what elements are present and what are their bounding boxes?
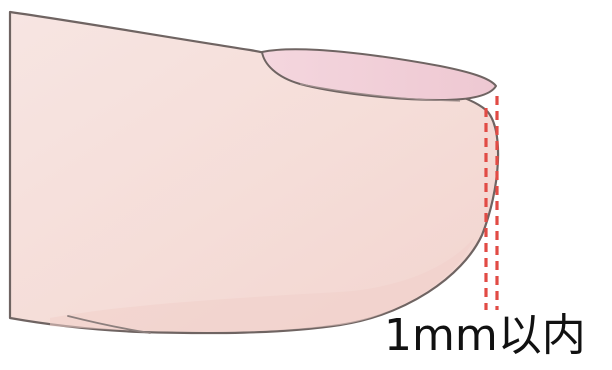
measurement-label: 1mm以内 [384, 314, 586, 358]
